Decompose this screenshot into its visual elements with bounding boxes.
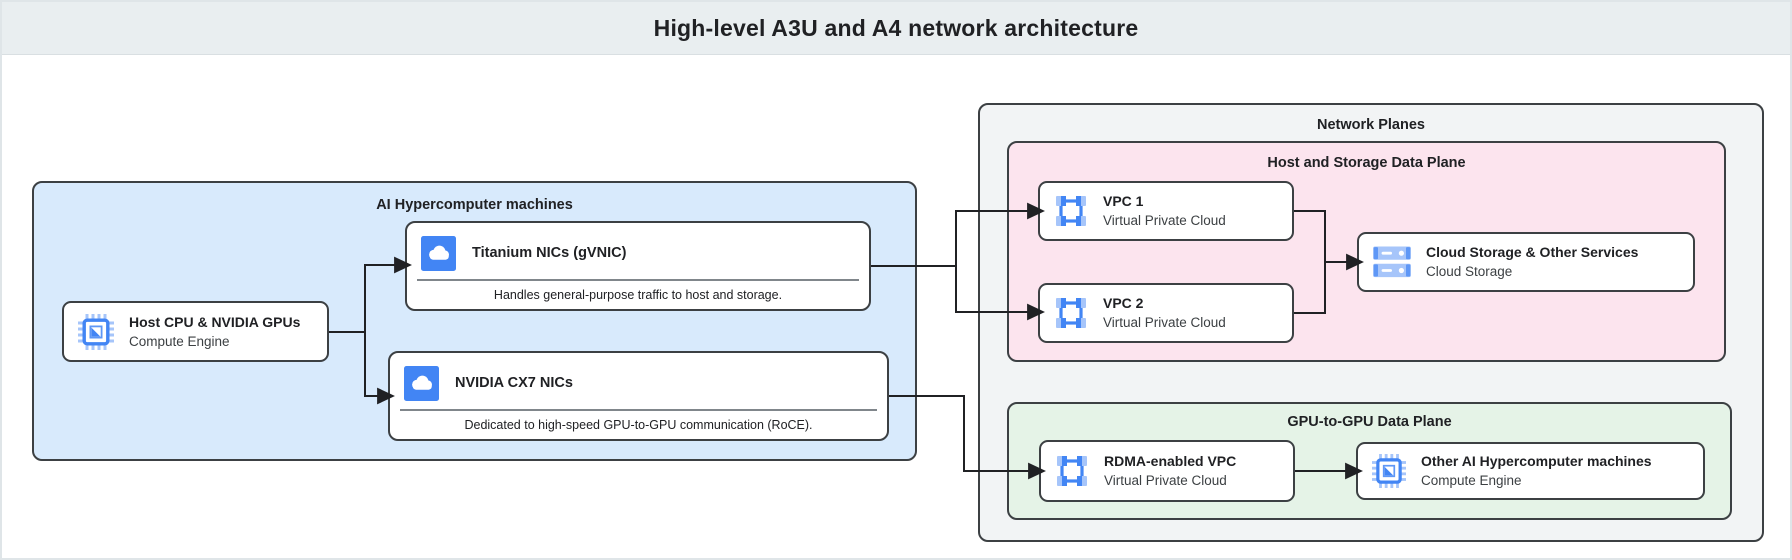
card-description: Dedicated to high-speed GPU-to-GPU commu… — [464, 418, 813, 432]
cloud-nic-icon — [421, 235, 456, 271]
compute-engine-chip-icon — [78, 313, 114, 350]
card-title: RDMA-enabled VPC — [1104, 453, 1237, 469]
card-subtitle: Virtual Private Cloud — [1103, 213, 1226, 228]
card-other-ai-hypercomputer-machines: Other AI Hypercomputer machines Compute … — [1356, 442, 1705, 500]
card-subtitle: Virtual Private Cloud — [1104, 473, 1227, 488]
card-vpc2: VPC 2 Virtual Private Cloud — [1038, 283, 1294, 343]
card-title: VPC 2 — [1103, 295, 1144, 311]
card-rdma-enabled-vpc: RDMA-enabled VPC Virtual Private Cloud — [1039, 440, 1295, 502]
card-subtitle: Compute Engine — [1421, 473, 1522, 488]
card-title: NVIDIA CX7 NICs — [455, 375, 573, 391]
card-cloud-storage: Cloud Storage & Other Services Cloud Sto… — [1357, 232, 1695, 292]
container-label: GPU-to-GPU Data Plane — [1287, 414, 1452, 430]
card-description: Handles general-purpose traffic to host … — [493, 288, 783, 302]
divider — [400, 409, 877, 411]
card-titanium-nics: Titanium NICs (gVNIC) Handles general-pu… — [405, 221, 871, 311]
container-label: AI Hypercomputer machines — [376, 197, 573, 213]
card-subtitle: Virtual Private Cloud — [1103, 315, 1226, 330]
card-title: Other AI Hypercomputer machines — [1421, 453, 1652, 469]
card-title: Cloud Storage & Other Services — [1426, 244, 1639, 260]
card-vpc1: VPC 1 Virtual Private Cloud — [1038, 181, 1294, 241]
card-host-cpu-gpus: Host CPU & NVIDIA GPUs Compute Engine — [62, 301, 329, 362]
card-nvidia-cx7-nics: NVIDIA CX7 NICs Dedicated to high-speed … — [388, 351, 889, 441]
cloud-storage-icon — [1373, 246, 1411, 278]
vpc-icon — [1056, 196, 1086, 226]
card-title: VPC 1 — [1103, 193, 1144, 209]
header-bar: High-level A3U and A4 network architectu… — [2, 2, 1790, 55]
card-subtitle: Cloud Storage — [1426, 264, 1513, 279]
compute-engine-chip-icon — [1372, 454, 1406, 488]
container-label: Network Planes — [1317, 117, 1425, 133]
container-label: Host and Storage Data Plane — [1267, 155, 1466, 171]
card-subtitle: Compute Engine — [129, 333, 230, 349]
divider — [417, 279, 859, 281]
vpc-icon — [1057, 456, 1087, 486]
card-title: Host CPU & NVIDIA GPUs — [129, 313, 301, 330]
vpc-icon — [1056, 298, 1086, 328]
card-title: Titanium NICs (gVNIC) — [472, 245, 627, 261]
cloud-nic-icon — [404, 365, 439, 401]
page-title: High-level A3U and A4 network architectu… — [653, 14, 1139, 41]
